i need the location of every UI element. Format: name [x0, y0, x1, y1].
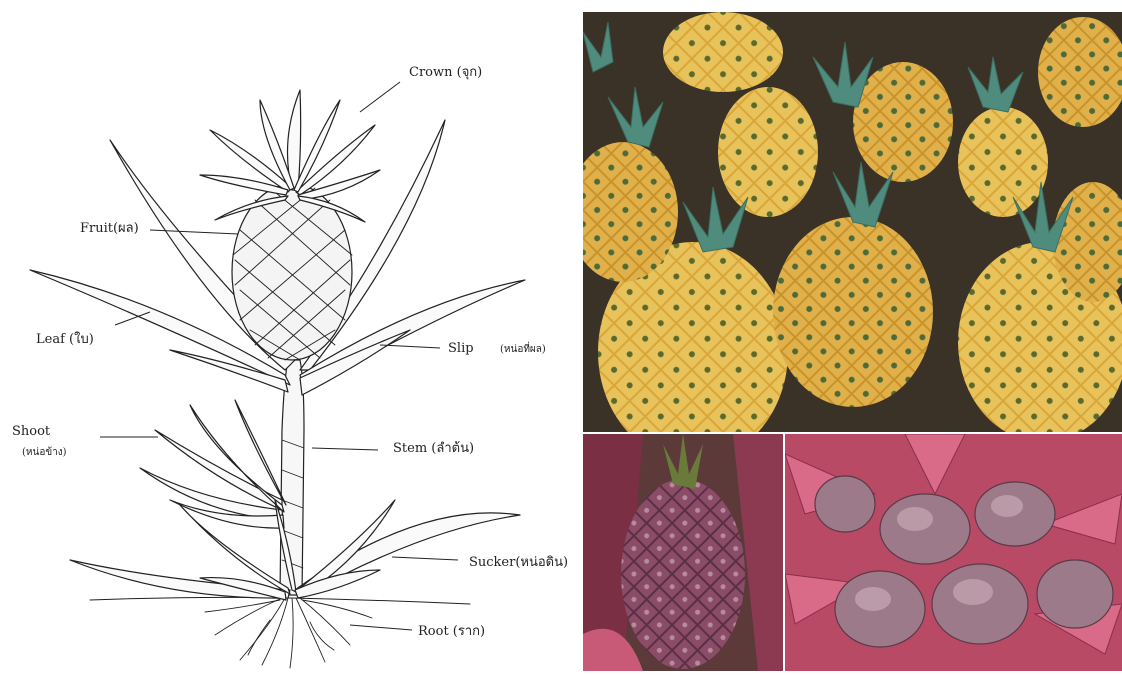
label-stem: Stem (ลำต้น) [393, 442, 474, 456]
fruit [232, 184, 352, 360]
label-root: Root (ราก) [418, 625, 485, 639]
label-leaf: Leaf (ใบ) [36, 333, 94, 347]
root-system [205, 598, 372, 668]
label-slip: Slip [448, 342, 474, 356]
label-shoot: Shoot [12, 425, 50, 439]
pineapple-bract-closeup-image [785, 434, 1122, 671]
pink-pineapple-fruit-image [583, 434, 783, 671]
label-slip-thai: (หน่อที่ผล) [500, 343, 546, 357]
label-fruit: Fruit(ผล) [80, 222, 139, 236]
ripe-pineapples-photo [583, 12, 1122, 432]
label-shoot-thai: (หน่อข้าง) [22, 446, 67, 460]
label-crown: Crown (จุก) [409, 66, 482, 80]
shoot-cluster [140, 400, 286, 528]
ripe-pineapples-image [583, 12, 1122, 432]
pink-pineapple-fruit-photo [583, 434, 783, 671]
pineapple-plant-diagram: Crown (จุก) Fruit(ผล) Leaf (ใบ) Slip (หน… [0, 0, 580, 671]
stem [280, 360, 304, 595]
pineapple-bract-closeup-photo [785, 434, 1122, 671]
label-sucker: Sucker(หน่อดิน) [469, 556, 568, 570]
